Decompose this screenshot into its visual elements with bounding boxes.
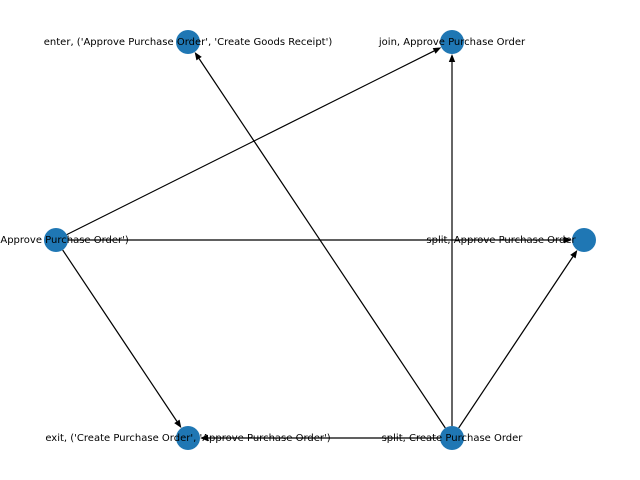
node-label-exit: exit, ('Create Purchase Order', 'Approve… xyxy=(45,433,330,444)
arrowhead-mid-to-split_approve xyxy=(564,236,572,244)
arrowhead-split_create-to-join xyxy=(448,54,456,62)
nodes-layer xyxy=(44,30,596,450)
edge-split_create-to-split_approve xyxy=(458,256,574,429)
node-split_approve xyxy=(572,228,596,252)
node-enter xyxy=(176,30,200,54)
arrowhead-split_create-to-exit xyxy=(200,434,208,442)
node-label-enter: enter, ('Approve Purchase Order', 'Creat… xyxy=(44,37,333,48)
edge-mid-to-exit xyxy=(62,249,178,422)
labels-layer: enter, ('Approve Purchase Order', 'Creat… xyxy=(0,37,576,444)
arrowhead-mid-to-join xyxy=(432,47,442,54)
arrowhead-split_create-to-enter xyxy=(194,51,202,61)
node-label-join: join, Approve Purchase Order xyxy=(378,37,526,48)
node-join xyxy=(440,30,464,54)
node-label-split_create: split, Create Purchase Order xyxy=(382,433,524,444)
edges-layer xyxy=(62,47,578,442)
arrowhead-mid-to-exit xyxy=(174,419,182,429)
node-label-mid: (Create Purchase Order', 'Approve Purcha… xyxy=(0,235,129,246)
edge-mid-to-join xyxy=(66,50,435,236)
arrowhead-split_create-to-split_approve xyxy=(570,249,578,259)
node-split_create xyxy=(440,426,464,450)
edge-split_create-to-enter xyxy=(198,58,446,429)
node-exit xyxy=(176,426,200,450)
node-label-split_approve: split, Approve Purchase Order xyxy=(426,235,576,246)
node-mid xyxy=(44,228,68,252)
